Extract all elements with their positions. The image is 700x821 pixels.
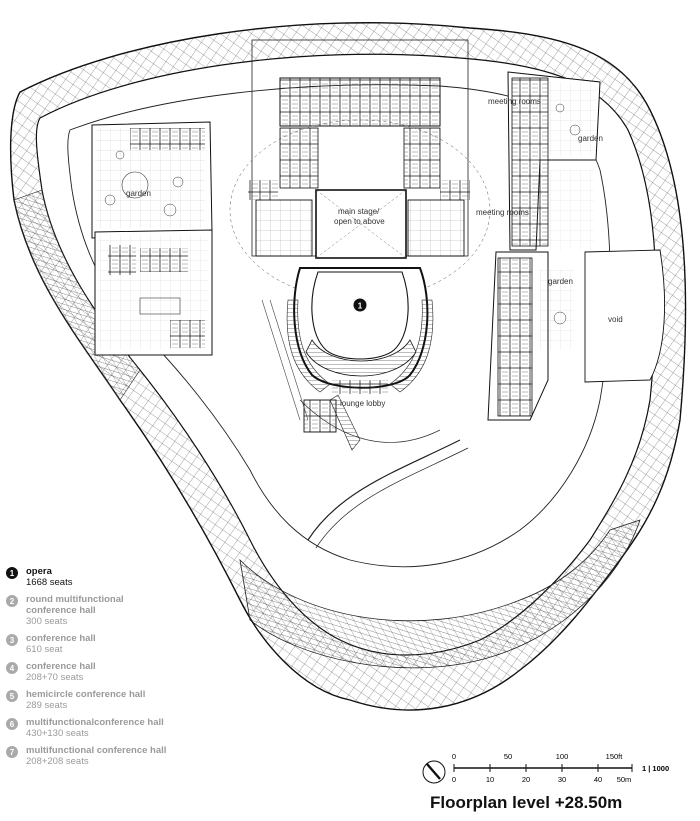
scale-ft-tick: 50 [504,752,512,761]
scale-m-tick: 30 [558,775,566,784]
label-main-stage: main stage/ [338,207,380,216]
legend-number-badge: 3 [6,634,18,646]
label-lounge-lobby: lounge lobby [340,399,385,408]
legend-number-badge: 2 [6,595,18,607]
drawing-title: Floorplan level +28.50m [430,793,623,812]
label-garden-left: garden [126,189,151,198]
right-wing [487,71,665,421]
legend-number-badge: 1 [6,567,18,579]
legend-seats: 610 seat [26,644,63,655]
label-open-to-above: open to above [334,217,385,226]
scale-m-tick: 40 [594,775,602,784]
legend-name: round multifunctional conference hall [26,594,124,616]
legend-seats: 1668 seats [26,577,73,588]
scale-bar: 0 50 100 150ft 0 10 20 30 40 50m 1 | 100… [422,752,669,784]
opera-marker-number: 1 [358,302,363,311]
scale-ratio: 1 | 1000 [642,764,669,773]
scale-m-tick: 0 [452,775,456,784]
scale-m-tick: 10 [486,775,494,784]
label-void: void [608,315,623,324]
scale-m-tick: 50m [617,775,632,784]
scale-m-tick: 20 [522,775,530,784]
legend-name: conference hall [26,633,96,644]
scale-ft-tick: 100 [556,752,569,761]
north-arrow-icon [422,760,446,784]
label-garden-right-top: garden [578,134,603,143]
legend-number-badge: 7 [6,746,18,758]
legend-seats: 208+208 seats [26,756,89,767]
legend-name: conference hall [26,661,96,672]
legend-seats: 300 seats [26,616,68,627]
legend-seats: 289 seats [26,700,68,711]
label-meeting-rooms-top: meeting rooms [488,97,541,106]
label-meeting-rooms-mid: meeting rooms [476,208,529,217]
legend-number-badge: 4 [6,662,18,674]
legend-number-badge: 5 [6,690,18,702]
legend-name: multifunctionalconference hall [26,717,164,728]
legend-name: opera [26,566,52,577]
legend-name: multifunctional conference hall [26,745,167,756]
legend-name: hemicircle conference hall [26,689,146,700]
legend-seats: 208+70 seats [26,672,84,683]
label-garden-right-mid: garden [548,277,573,286]
legend-number-badge: 6 [6,718,18,730]
left-wing [91,121,213,356]
opera-auditorium [286,267,434,394]
circulation [261,299,469,549]
scale-ft-tick: 0 [452,752,456,761]
legend-seats: 430+130 seats [26,728,89,739]
stage-block [229,39,491,301]
scale-ft-tick: 150ft [606,752,624,761]
